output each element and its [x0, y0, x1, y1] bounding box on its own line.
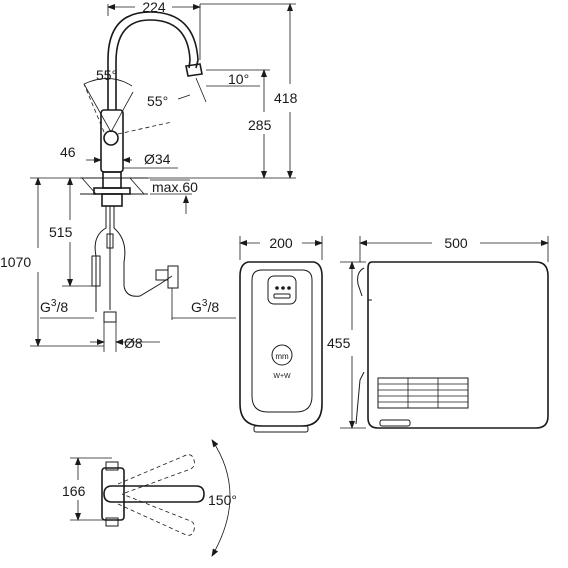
faucet-view — [80, 11, 203, 323]
dim-swivel-offset: 166 — [62, 483, 86, 499]
lever-line-mid — [110, 91, 134, 133]
dim-angle-left: 55° — [96, 67, 117, 83]
spout-outlet — [185, 63, 203, 77]
lever-line-right — [117, 121, 173, 135]
dim-outlet-height: 285 — [248, 117, 272, 133]
boiler-side-outline — [367, 261, 549, 429]
boiler-display-text: mm — [275, 352, 289, 361]
dim-body-offset: 46 — [60, 144, 76, 160]
dim-boiler-height: 455 — [327, 335, 351, 351]
dim-hose-total: 1070 — [0, 254, 31, 270]
dim-thread-left: G3/8 — [40, 298, 68, 315]
dim-thread-right: G3/8 — [191, 298, 219, 315]
counter-hatch-2 — [129, 177, 145, 195]
dim-hose-upper: 515 — [49, 224, 73, 240]
bottom-fitting — [103, 311, 117, 323]
boiler-side-view — [355, 261, 549, 429]
boiler-front-view: mm W+W — [239, 261, 323, 433]
dim-outlet-angle: 10° — [228, 71, 249, 87]
mounting-nut — [93, 187, 131, 195]
swivel-top-view: 150° — [101, 439, 237, 557]
spout-outline-inner — [115, 19, 191, 110]
left-fitting — [91, 255, 101, 287]
right-connector — [155, 269, 169, 281]
swivel-spout-up — [117, 454, 195, 495]
boiler-vent-slats — [378, 378, 468, 408]
boiler-side-hose-top — [357, 267, 365, 297]
lever-line-left — [83, 83, 105, 133]
spout-outline-outer — [107, 11, 199, 110]
dim-boiler-width: 200 — [269, 235, 293, 251]
faucet-base — [102, 171, 122, 189]
swivel-angle-arc — [211, 439, 231, 557]
counter-hatch-1 — [81, 177, 97, 195]
hose-right — [113, 206, 173, 297]
boiler-front-dimensions: 200 — [239, 235, 323, 260]
boiler-foot — [253, 425, 309, 433]
faucet-dimensions: 224 55° 55° 10° 418 285 46 Ø34 — [0, 0, 298, 352]
boiler-side-cable — [355, 371, 365, 425]
shank — [101, 193, 123, 207]
boiler-display-subtext: W+W — [273, 373, 291, 380]
dim-boiler-depth: 500 — [444, 235, 468, 251]
dim-spout-reach: 224 — [142, 0, 166, 15]
swivel-base — [101, 467, 125, 521]
boiler-front-panel — [251, 269, 313, 413]
boiler-vent — [377, 377, 469, 409]
swivel-spout-main — [103, 485, 205, 503]
boiler-side-dimensions: 500 455 — [327, 235, 549, 429]
dim-pipe-diameter: Ø8 — [124, 335, 143, 351]
right-fitting — [167, 265, 179, 289]
boiler-top-display — [267, 275, 297, 305]
lever-knob — [103, 130, 119, 146]
center-fitting — [106, 233, 114, 249]
hose-left — [94, 206, 107, 312]
swivel-dimensions: 166 — [62, 457, 112, 521]
swivel-spout-down — [117, 493, 195, 536]
dim-counter-thickness: max.60 — [152, 179, 198, 195]
dim-base-diameter: Ø34 — [144, 151, 171, 167]
dim-swivel-angle: 150° — [208, 492, 237, 508]
lever-line-left-solid — [83, 83, 112, 133]
dim-angle-right: 55° — [147, 93, 168, 109]
dim-total-height: 418 — [274, 90, 298, 106]
boiler-display-icon — [271, 344, 293, 366]
